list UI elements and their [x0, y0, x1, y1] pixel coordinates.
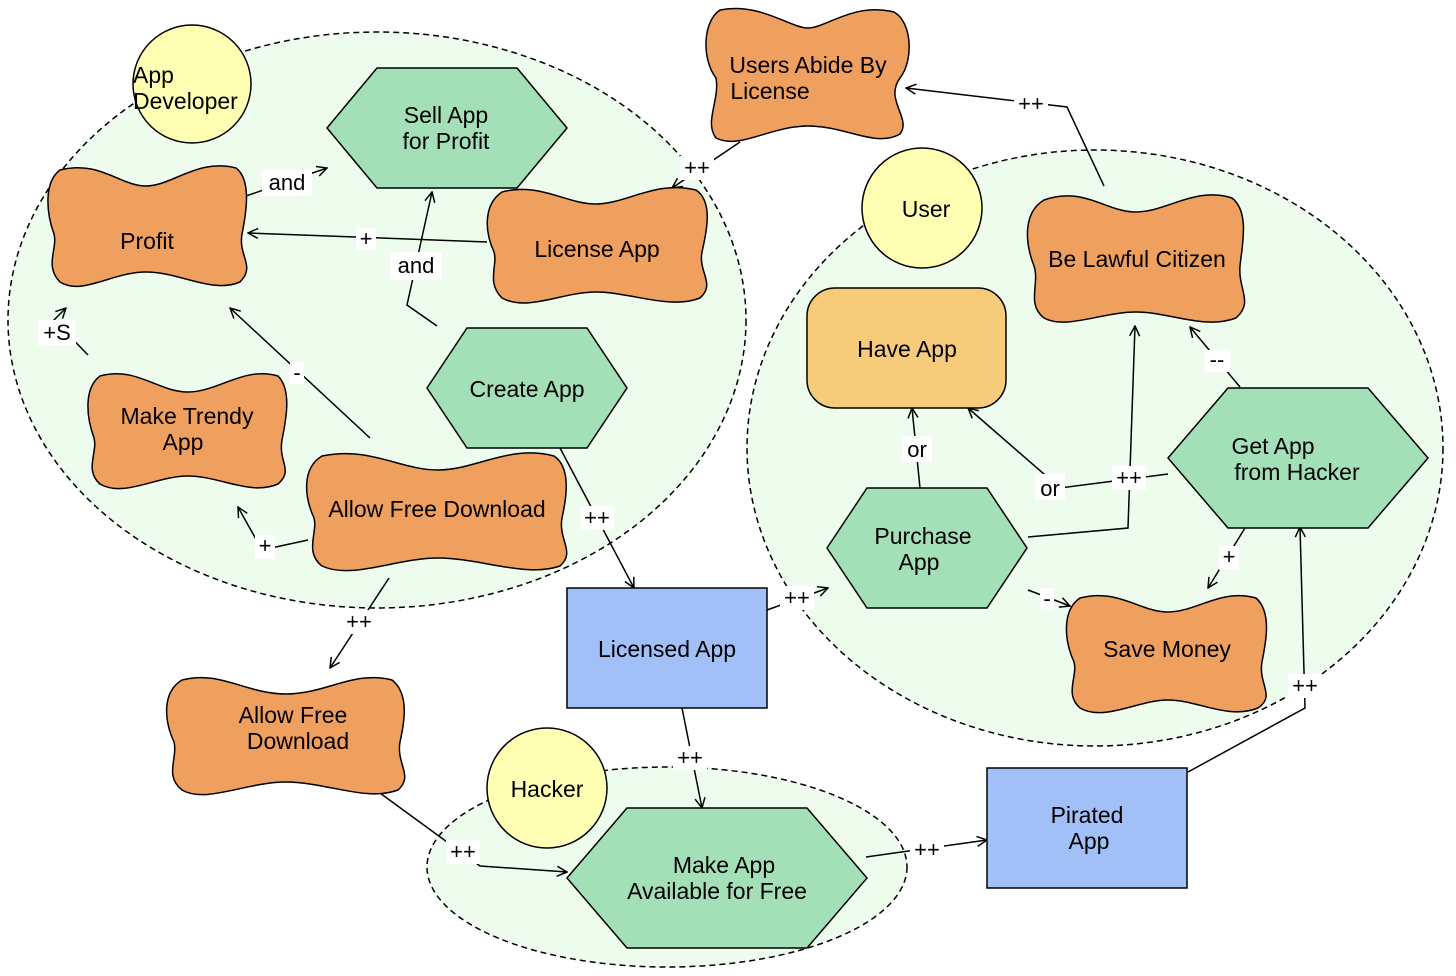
task-sell-app-label-2: for Profit — [403, 128, 491, 154]
link-labels: and and + +S - + ++ ++ ++ ++ ++ ++ ++ ++… — [38, 91, 1322, 864]
link-label-or-purchase: or — [907, 437, 927, 462]
link-label-pp-pirated-get: ++ — [1292, 673, 1318, 698]
actor-hacker-label: Hacker — [511, 776, 584, 802]
actor-hacker[interactable]: Hacker — [486, 727, 608, 849]
goal-license-app[interactable]: License App — [486, 186, 708, 304]
task-get-from-hacker[interactable]: Get App from Hacker — [1167, 387, 1429, 529]
goal-save-money-label: Save Money — [1103, 636, 1231, 662]
link-label-pp-create-licensed: ++ — [584, 505, 610, 530]
task-get-from-hacker-label-2: from Hacker — [1234, 459, 1360, 485]
goal-make-trendy[interactable]: Make Trendy App — [87, 372, 288, 490]
task-make-available-label-1: Make App — [673, 852, 775, 878]
goal-allow-free-dev-label: Allow Free Download — [328, 496, 545, 522]
resource-licensed-app-label: Licensed App — [598, 636, 736, 662]
link-label-pp-licensed-purchase: ++ — [784, 585, 810, 610]
goal-make-trendy-label-2: App — [163, 429, 204, 455]
link-label-and-create: and — [398, 253, 435, 278]
link-pirated-get — [1187, 527, 1305, 773]
goal-users-abide-label-2: License — [730, 78, 809, 104]
goal-make-trendy-label-1: Make Trendy — [121, 403, 254, 429]
goal-save-money[interactable]: Save Money — [1065, 594, 1268, 714]
actor-developer-label-1: App — [133, 62, 174, 88]
link-label-pp-licensed-make: ++ — [677, 745, 703, 770]
goal-be-lawful-label: Be Lawful Citizen — [1048, 246, 1226, 272]
goal-profit[interactable]: Profit — [47, 165, 248, 288]
link-label-pp-get-lawful: ++ — [1116, 465, 1142, 490]
task-make-available-label-2: Available for Free — [627, 878, 807, 904]
goal-have-app[interactable]: Have App — [806, 287, 1007, 409]
link-label-minus-free: - — [293, 360, 300, 385]
goal-users-abide[interactable]: Users Abide By License — [705, 7, 910, 143]
link-label-pp-make-pirated: ++ — [914, 837, 940, 862]
task-purchase-app-label-1: Purchase — [874, 523, 971, 549]
link-label-mm-get-lawful: -- — [1210, 347, 1225, 372]
goal-profit-label: Profit — [120, 228, 174, 254]
task-purchase-app-label-2: App — [899, 549, 940, 575]
resource-pirated-app-label-1: Pirated — [1051, 802, 1124, 828]
task-make-available[interactable]: Make App Available for Free — [566, 807, 868, 949]
link-label-plus-get-save: + — [1223, 544, 1236, 569]
link-label-pp-license-users: ++ — [684, 155, 710, 180]
link-label-plus-s: +S — [43, 320, 71, 345]
link-create-sell — [406, 192, 438, 327]
goal-license-app-label: License App — [534, 236, 659, 262]
task-create-app-label: Create App — [469, 376, 584, 402]
link-label-or-get: or — [1040, 476, 1060, 501]
task-create-app[interactable]: Create App — [426, 327, 628, 449]
link-label-plus-license: + — [360, 226, 373, 251]
link-label-plus-trendy: + — [259, 533, 272, 558]
actor-user-label: User — [902, 196, 951, 222]
goal-allow-free-out-label-1: Allow Free — [239, 702, 348, 728]
goal-allow-free-out-label-2: Download — [247, 728, 349, 754]
goal-allow-free-out[interactable]: Allow Free Download — [165, 676, 406, 796]
task-purchase-app[interactable]: Purchase App — [826, 487, 1028, 609]
actor-developer-label-2: Developer — [133, 88, 238, 114]
link-label-pp-lawful-users: ++ — [1018, 91, 1044, 116]
goal-allow-free-dev[interactable]: Allow Free Download — [305, 452, 568, 572]
task-get-from-hacker-label-1: Get App — [1231, 433, 1314, 459]
goal-be-lawful[interactable]: Be Lawful Citizen — [1026, 194, 1246, 323]
link-label-pp-free-out: ++ — [346, 609, 372, 634]
link-out-make — [372, 787, 567, 872]
resource-pirated-app[interactable]: Pirated App — [986, 767, 1188, 889]
goal-have-app-label: Have App — [857, 336, 957, 362]
task-sell-app[interactable]: Sell App for Profit — [326, 67, 568, 189]
link-label-and-profit: and — [269, 170, 306, 195]
goal-users-abide-label-1: Users Abide By — [729, 52, 887, 78]
actor-developer[interactable]: App Developer — [132, 24, 252, 144]
resource-pirated-app-label-2: App — [1069, 828, 1110, 854]
resource-licensed-app[interactable]: Licensed App — [566, 587, 768, 709]
link-label-minus-purchase-save: - — [1043, 586, 1050, 611]
link-purchase-lawful — [1027, 326, 1135, 538]
actor-user[interactable]: User — [861, 147, 983, 269]
link-label-pp-out-make: ++ — [450, 839, 476, 864]
task-sell-app-label-1: Sell App — [404, 102, 488, 128]
link-lawful-users — [906, 88, 1105, 187]
